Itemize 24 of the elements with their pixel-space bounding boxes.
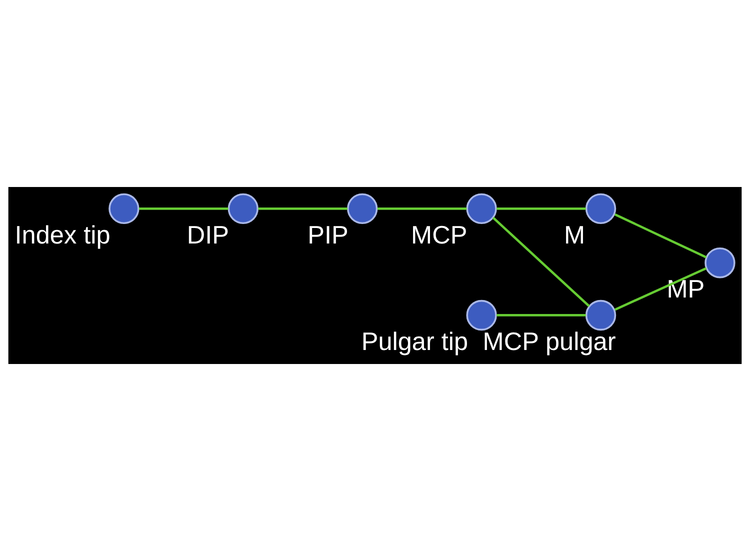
node-label: M xyxy=(564,221,586,250)
node-label: Index tip xyxy=(14,221,110,250)
node-circle xyxy=(466,300,497,331)
node-label: MCP pulgar xyxy=(482,328,616,356)
node-circle xyxy=(704,248,736,278)
node-label: PIP xyxy=(308,221,348,250)
connector xyxy=(377,208,467,210)
node-circle xyxy=(347,193,378,224)
connector xyxy=(496,208,586,210)
node-label: MCP xyxy=(411,221,468,250)
node-label: DIP xyxy=(186,221,229,250)
node-circle xyxy=(466,193,497,224)
connector xyxy=(614,213,707,258)
node-circle xyxy=(585,193,616,224)
connector xyxy=(614,267,707,311)
node-label: Pulgar tip xyxy=(361,328,468,356)
connector xyxy=(139,208,228,210)
connector xyxy=(496,314,586,316)
node-label: MP xyxy=(666,276,705,304)
node-circle xyxy=(108,193,140,224)
node-circle xyxy=(585,300,616,331)
connector xyxy=(492,216,590,308)
node-circle xyxy=(228,193,258,224)
connector xyxy=(258,208,348,210)
